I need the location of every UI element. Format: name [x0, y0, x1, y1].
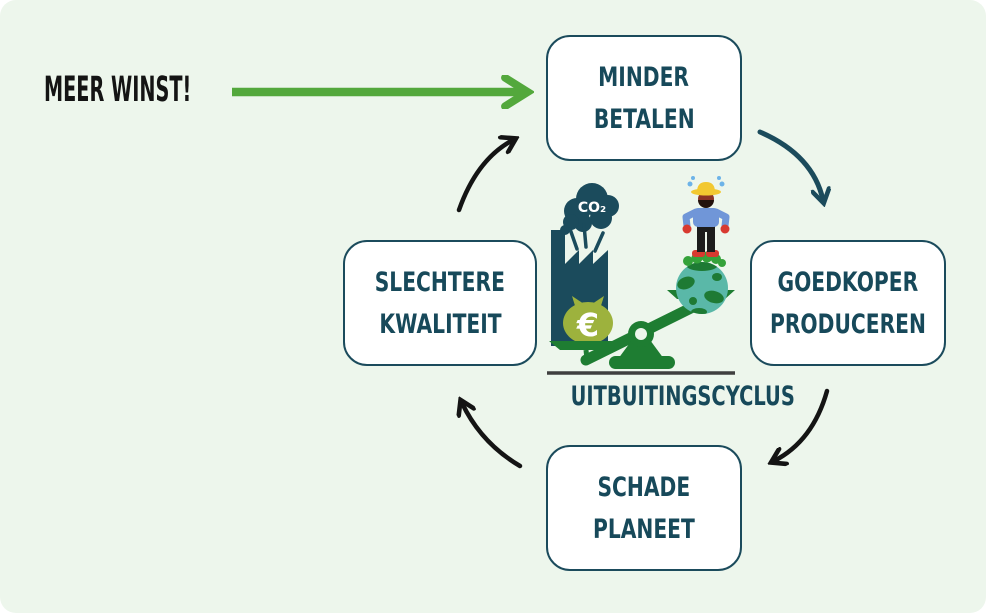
cycle-arrow-top-right — [757, 129, 823, 200]
profit-label-text: MEER WINST! — [44, 70, 192, 110]
node-goedkoper-produceren: GOEDKOPER PRODUCEREN — [750, 240, 946, 366]
globe-icon — [676, 262, 728, 314]
exploitation-scale-illustration: CO₂ € — [547, 176, 735, 375]
node-label-line: KWALITEIT — [378, 308, 502, 340]
sweat-drops — [687, 176, 725, 187]
node-label-line: PRODUCEREN — [770, 308, 926, 340]
cycle-arrow-bottom-right — [774, 388, 830, 461]
cycle-arrow-top-left — [456, 140, 513, 213]
co2-text: CO₂ — [578, 200, 606, 216]
emission-lines — [568, 223, 605, 253]
node-schade-planeet: SCHADE PLANEET — [546, 445, 742, 571]
node-minder-betalen: MINDER BETALEN — [546, 35, 742, 161]
node-label-line: PLANEET — [593, 513, 695, 545]
money-bag-icon: € — [563, 296, 613, 344]
co2-cloud-icon: CO₂ — [560, 183, 619, 235]
node-label-line: GOEDKOPER — [777, 266, 919, 298]
node-label-line: BETALEN — [593, 103, 695, 135]
worker-icon — [682, 176, 730, 267]
node-label-line: MINDER — [598, 61, 690, 93]
cycle-title: UITBUITINGSCYCLUS — [527, 381, 795, 412]
node-slechtere-kwaliteit: SLECHTERE KWALITEIT — [343, 240, 537, 366]
euro-symbol: € — [576, 306, 599, 344]
profit-label: MEER WINST! — [44, 70, 312, 110]
node-label-line: SLECHTERE — [374, 266, 506, 298]
cycle-title-text: UITBUITINGSCYCLUS — [570, 381, 795, 412]
cycle-arrow-bottom-left — [462, 403, 523, 469]
node-label-line: SCHADE — [597, 471, 691, 503]
